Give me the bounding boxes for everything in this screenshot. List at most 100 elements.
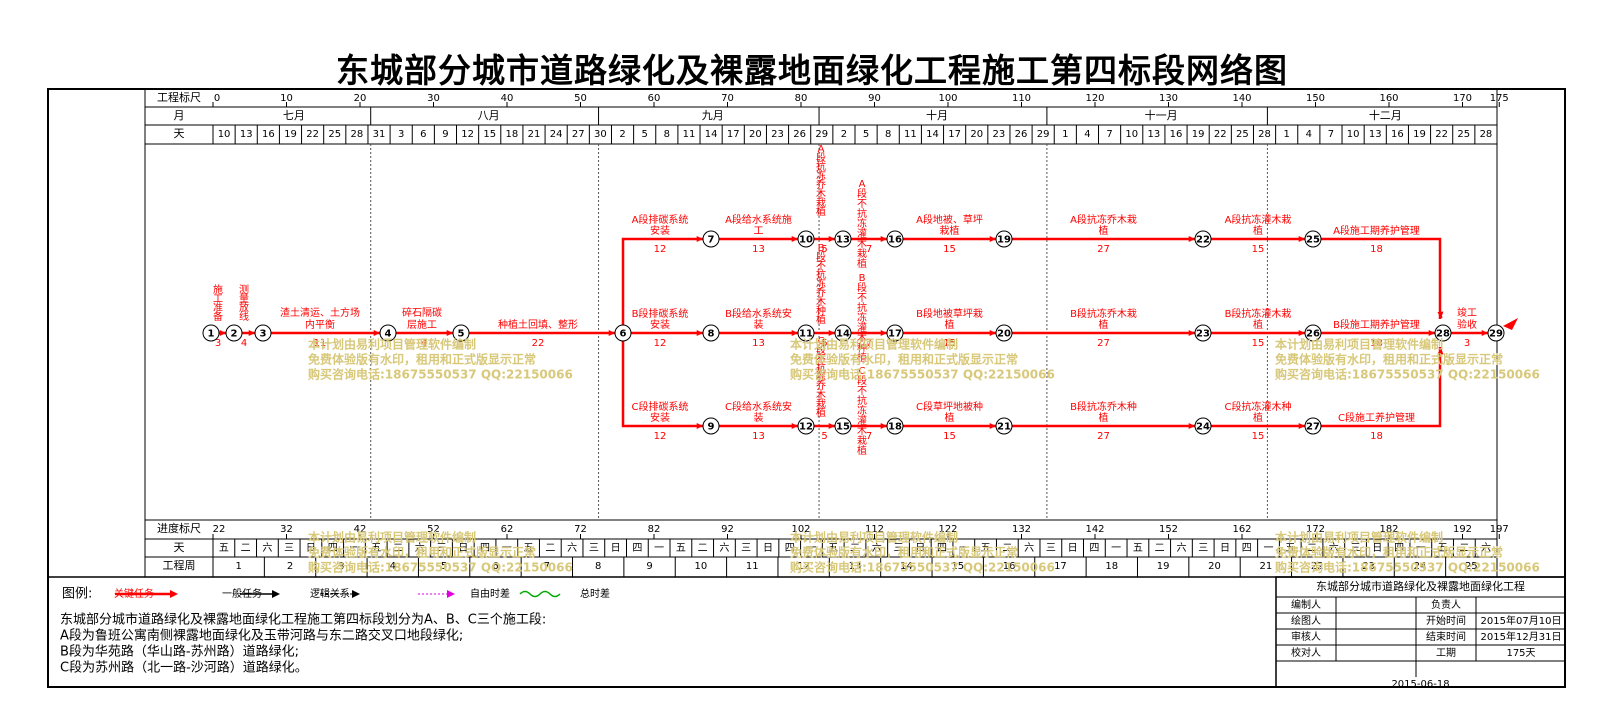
day-label: 17 — [727, 129, 740, 140]
info-label: 审核人 — [1291, 630, 1321, 643]
day-label: 30 — [594, 129, 607, 140]
day-label: 26 — [1015, 129, 1028, 140]
week-label: 1 — [235, 561, 241, 572]
task-label-vertical: 准 — [213, 302, 223, 314]
weekday-label: 五 — [524, 543, 534, 554]
weekday-label: 一 — [1111, 543, 1121, 554]
network-node — [702, 417, 720, 435]
task-label-vertical: 植 — [857, 351, 867, 364]
week-label: 2 — [287, 561, 293, 572]
weekday-label: 日 — [1220, 543, 1230, 554]
task-label-vertical: C — [859, 366, 866, 377]
weekday-label: 一 — [349, 543, 359, 554]
task-label: B段抗冻乔木种 — [1070, 400, 1137, 413]
weekday-label: 二 — [1155, 543, 1165, 554]
day-label: 29 — [815, 129, 828, 140]
task-arrowhead — [828, 422, 835, 430]
weekday-label: 六 — [1176, 542, 1186, 554]
task-label-vertical: 不 — [857, 386, 867, 397]
weekday-label: 二 — [393, 543, 403, 554]
week-label: 15 — [951, 561, 964, 572]
task-label: B段抗冻灌木栽 — [1225, 307, 1292, 320]
task-arrowhead — [791, 329, 798, 337]
task-label-vertical: 段 — [857, 374, 867, 387]
task-label-vertical: 植 — [857, 257, 867, 270]
day-label: 13 — [1147, 129, 1160, 140]
task-label-vertical: 不 — [857, 199, 867, 210]
task-label-vertical: 木 — [816, 389, 826, 401]
task-arrowhead — [1298, 422, 1305, 430]
network-node-label: 10 — [799, 235, 813, 246]
day-label: 8 — [664, 129, 670, 140]
day-label: 19 — [1413, 129, 1426, 140]
row-label-day: 天 — [174, 127, 185, 140]
task-label: 植 — [1253, 224, 1263, 237]
task-label: 层施工 — [407, 318, 437, 331]
network-node — [254, 324, 272, 342]
row-label-week: 工程周 — [163, 559, 196, 572]
day-label: 2 — [619, 129, 625, 140]
weekday-label: 二 — [1459, 543, 1469, 554]
task-label-vertical: A — [859, 179, 866, 190]
task-duration: 15 — [943, 338, 956, 349]
task-label: 安装 — [650, 411, 670, 424]
day-label: 7 — [1106, 129, 1112, 140]
network-node — [834, 417, 852, 435]
weekday-label: 五 — [371, 543, 381, 554]
network-node-label: 17 — [888, 329, 902, 340]
task-arrowhead — [696, 235, 703, 243]
task-label-vertical: 冻 — [816, 277, 826, 290]
scale-tick: 100 — [938, 93, 957, 104]
page-title: 东城部分城市道路绿化及裸露地面绿化工程施工第四标段网络图 — [336, 51, 1288, 90]
task-arrowhead — [1428, 329, 1435, 337]
network-node-label: 5 — [458, 329, 465, 340]
day-label: 20 — [749, 129, 762, 140]
month-label: 七月 — [283, 109, 305, 122]
weekday-label: 四 — [937, 543, 947, 554]
task-label-vertical: 栽 — [857, 434, 867, 447]
day-label: 13 — [1369, 129, 1382, 140]
watermark-text: 免费体验版有水印，租用和正式版显示正常 — [1275, 352, 1503, 367]
task-label-vertical: 木 — [816, 188, 826, 200]
task-duration: 13 — [752, 431, 765, 442]
day-label: 10 — [218, 129, 231, 140]
weekday-label: 五 — [676, 543, 686, 554]
scale-tick: 70 — [721, 93, 734, 104]
task-path — [1321, 347, 1442, 428]
task-label-vertical: 段 — [816, 250, 826, 263]
scale-tick: 130 — [1159, 93, 1178, 104]
network-node-label: 22 — [1196, 235, 1210, 246]
week-label: 21 — [1260, 561, 1273, 572]
progress-tick: 82 — [648, 524, 661, 535]
task-label: 装 — [754, 411, 764, 424]
description-line: C段为苏州路（北一路-沙河路）道路绿化。 — [60, 660, 308, 676]
progress-tick: 182 — [1379, 524, 1398, 535]
task-label: B段给水系统安 — [725, 307, 792, 320]
progress-tick: 142 — [1085, 524, 1104, 535]
watermark-text: 本计划由易利项目管理软件编制 — [308, 530, 476, 545]
scale-tick: 175 — [1490, 93, 1509, 104]
task-label-vertical: 种 — [816, 304, 826, 317]
weekday-label: 六 — [1329, 542, 1339, 554]
task-label-vertical: A — [818, 144, 825, 155]
weekday-label: 五 — [219, 543, 229, 554]
network-node — [379, 324, 397, 342]
task-label-vertical: 冻 — [857, 404, 867, 417]
legend-normal-arrow — [272, 590, 280, 598]
network-node — [834, 324, 852, 342]
task-duration: 13 — [752, 338, 765, 349]
task-label-vertical: 线 — [239, 310, 249, 323]
row-label-scale: 工程标尺 — [157, 90, 201, 104]
info-label: 编制人 — [1291, 598, 1321, 611]
watermark-text: 购买咨询电话:18675550537 QQ:22150066 — [790, 560, 1055, 575]
task-arrowhead — [791, 235, 798, 243]
weekday-label: 二 — [545, 543, 555, 554]
task-label: 验收 — [1457, 318, 1477, 331]
task-duration: 18 — [1370, 431, 1383, 442]
task-duration: 18 — [1370, 338, 1383, 349]
weekday-label: 五 — [1438, 543, 1448, 554]
network-node-label: 3 — [260, 329, 267, 340]
task-duration: 7 — [866, 431, 872, 442]
day-label: 15 — [483, 129, 496, 140]
week-label: 7 — [544, 561, 550, 572]
